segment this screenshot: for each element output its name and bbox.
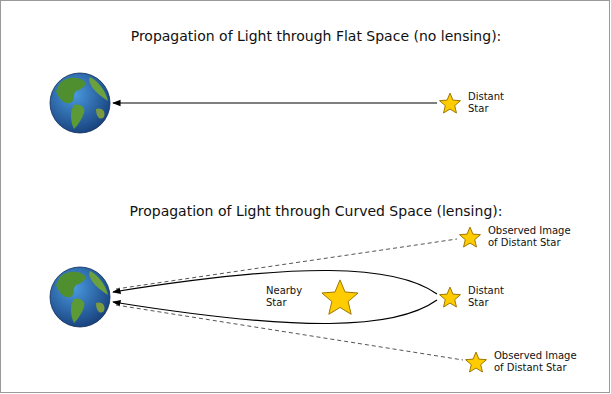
star-symbol bbox=[438, 91, 462, 115]
apparent-ray bbox=[116, 239, 457, 289]
star-node: Observed Image of Distant Star bbox=[458, 225, 582, 249]
star-symbol bbox=[438, 285, 462, 309]
light-ray bbox=[113, 102, 437, 103]
star-symbol bbox=[464, 350, 488, 374]
star-symbol bbox=[458, 225, 482, 249]
star-label: Distant Star bbox=[468, 91, 516, 115]
star-label: Observed Image of Distant Star bbox=[488, 225, 582, 249]
star-node: Observed Image of Distant Star bbox=[464, 350, 588, 374]
heading: Propagation of Light through Curved Spac… bbox=[0, 203, 611, 219]
star-label: Nearby Star bbox=[266, 285, 314, 309]
star-shape bbox=[440, 93, 461, 113]
star-label: Observed Image of Distant Star bbox=[494, 350, 588, 374]
star-node: Distant Star bbox=[438, 91, 516, 115]
earth bbox=[50, 73, 110, 133]
star-node: Nearby Star bbox=[266, 277, 360, 317]
apparent-ray bbox=[116, 305, 463, 360]
heading: Propagation of Light through Flat Space … bbox=[0, 28, 611, 44]
star-shape bbox=[460, 227, 481, 247]
star-symbol bbox=[320, 277, 360, 317]
star-node: Distant Star bbox=[438, 285, 516, 309]
earth bbox=[50, 267, 110, 327]
star-shape bbox=[466, 352, 487, 372]
star-shape bbox=[440, 287, 461, 307]
star-shape bbox=[322, 280, 358, 314]
star-label: Distant Star bbox=[468, 285, 516, 309]
